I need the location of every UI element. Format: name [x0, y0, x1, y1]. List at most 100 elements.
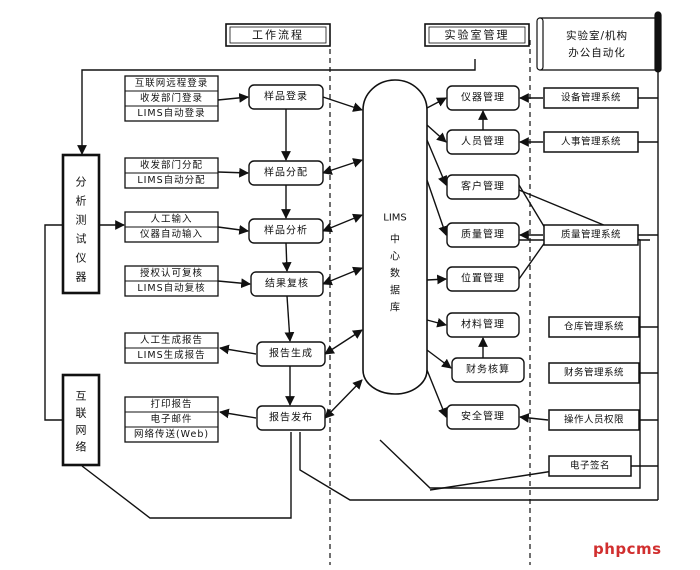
analysis-instrument-label: 析: [76, 194, 87, 208]
login-inputs-item: 收发部门登录: [140, 92, 203, 104]
db-module-arrow: [426, 97, 447, 109]
lims-database-label: LIMS: [383, 213, 407, 224]
db-module-arrow: [426, 349, 452, 369]
analysis-instrument-label: 器: [76, 271, 87, 284]
login-inputs-item: LIMS自动登录: [137, 107, 205, 119]
review-to-step-arrow: [217, 278, 251, 289]
system-label: 仓库管理系统: [564, 321, 624, 333]
workflow-step-box: [248, 160, 324, 186]
lab-module-label: 位置管理: [461, 272, 505, 285]
lims-database-cylinder: [362, 79, 428, 395]
signature-link: [429, 469, 561, 491]
analysis-instrument-label: 分: [76, 176, 87, 189]
release-inputs-group: [124, 396, 219, 443]
analysis-to-step-arrow: [217, 224, 249, 235]
db-module-arrow: [426, 179, 448, 236]
system-label: 财务管理系统: [564, 367, 624, 379]
workflow-step-box: [250, 271, 324, 297]
header-oa-title: 办公自动化: [568, 46, 626, 59]
step-db-arrow: [322, 266, 363, 286]
system-box: [543, 131, 639, 153]
step-chain-arrow: [284, 295, 295, 342]
system-box: [543, 224, 639, 246]
internet-label: 络: [76, 440, 87, 454]
assign-inputs-item: 收发部门分配: [140, 159, 203, 171]
lims-database-sublabel: 据: [390, 284, 400, 297]
assign-inputs-item: LIMS自动分配: [137, 174, 205, 186]
lab-module-box: [446, 266, 520, 292]
system-label: 质量管理系统: [561, 229, 621, 241]
lims-database-sublabel: 数: [390, 267, 400, 280]
system-module-link: [518, 184, 549, 234]
system-module-link: [379, 189, 641, 489]
workflow-step-box: [248, 218, 324, 244]
internet-label: 互: [76, 390, 87, 403]
lab-module-label: 财务核算: [466, 363, 510, 376]
db-module-arrow: [426, 318, 447, 328]
review-inputs-item: LIMS自动复核: [137, 282, 205, 294]
step-to-report-gen-arrow: [219, 344, 257, 355]
analysis-instrument-label: 仪: [76, 252, 87, 265]
lab-module-box: [446, 129, 520, 155]
analysis-instrument-panel: [61, 153, 101, 295]
db-module-arrow: [426, 124, 447, 143]
lab-module-label: 人员管理: [461, 135, 505, 148]
lims-database-sublabel: 心: [390, 251, 400, 263]
workflow-step-box: [248, 84, 324, 110]
oa-release-line: [299, 432, 658, 501]
header-oa-scroll-left: [536, 17, 544, 71]
workflow-step-label: 样品分配: [264, 166, 308, 179]
workflow-step-label: 报告发布: [269, 411, 313, 424]
step-to-release-arrow: [219, 408, 257, 419]
login-inputs-group: [124, 75, 219, 122]
workflow-step-label: 报告生成: [269, 347, 313, 360]
lab-module-label: 客户管理: [461, 180, 505, 193]
system-label: 人事管理系统: [561, 136, 621, 148]
system-box: [548, 362, 640, 384]
db-module-arrow: [426, 369, 448, 418]
lims-database-sublabel: 库: [390, 301, 400, 314]
system-box: [548, 409, 640, 431]
internet-panel: [61, 373, 101, 467]
watermark: phpcms: [593, 540, 662, 558]
system-label: 操作人员权限: [564, 414, 624, 426]
step-chain-arrow: [281, 242, 292, 272]
lab-module-box: [446, 404, 520, 430]
review-inputs-item: 授权认可复核: [140, 267, 203, 279]
lab-module-label: 材料管理: [461, 318, 505, 331]
release-inputs-item: 电子邮件: [150, 413, 192, 425]
header-lab-title: 实验室管理: [445, 28, 510, 42]
system-module-link: [518, 237, 549, 280]
step-db-arrow: [322, 158, 363, 175]
header-workflow-title: 工作流程: [252, 28, 304, 42]
analysis-instrument-label: 试: [76, 233, 87, 246]
lab-module-box: [451, 357, 525, 383]
workflow-step-box: [256, 341, 326, 367]
workflow-step-box: [256, 405, 326, 431]
system-box: [543, 87, 639, 109]
internet-label: 联: [76, 407, 87, 420]
release-internet-line: [81, 432, 292, 519]
lims-database-sublabel: 中: [390, 233, 400, 246]
system-module-arrow: [519, 413, 549, 423]
internet-label: 网: [76, 424, 87, 437]
db-module-arrow: [426, 139, 448, 186]
assign-to-step-arrow: [217, 167, 249, 178]
instrument-internet-line: [44, 224, 63, 421]
header-oa-scroll-right: [654, 11, 662, 73]
workflow-step-label: 结果复核: [265, 277, 309, 290]
lab-module-label: 安全管理: [461, 410, 505, 423]
release-inputs-item: 网络传送(Web): [134, 428, 209, 440]
system-label: 设备管理系统: [561, 92, 621, 104]
login-inputs-item: 互联网远程登录: [135, 78, 209, 89]
login-to-step-arrow: [217, 93, 249, 103]
system-box: [548, 455, 632, 477]
workflow-step-label: 样品登录: [264, 90, 308, 103]
release-inputs-item: 打印报告: [150, 398, 192, 410]
report-gen-inputs-item: LIMS生成报告: [137, 349, 205, 361]
header-workflow-inner: [229, 26, 327, 44]
step-db-arrow: [322, 213, 363, 233]
lab-module-box: [446, 174, 520, 200]
header-lab-inner: [428, 26, 526, 44]
